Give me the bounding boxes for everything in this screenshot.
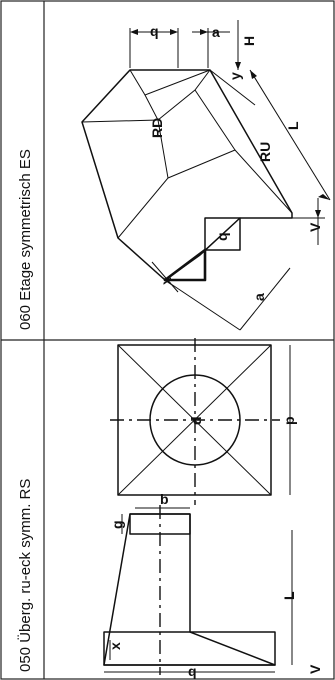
transition-square-flange	[103, 631, 276, 666]
dim-V-label: V	[307, 222, 323, 232]
dim-x-label: x	[107, 642, 123, 650]
etage-drawing: q a H y L RD RU V q x a	[81, 20, 331, 331]
etage-top-fold	[129, 69, 211, 96]
dim-L-label: L	[285, 121, 301, 130]
dim-q-small-label: q	[214, 232, 230, 241]
dim-L-label: L	[281, 591, 297, 600]
etage-fold-right	[157, 69, 211, 121]
dim-d-label: d	[188, 416, 204, 425]
label-RU: RU	[257, 142, 273, 162]
etage-fold-left	[81, 94, 159, 123]
outlet-box-diag	[204, 217, 241, 251]
dim-a-bottom-label: a	[251, 293, 267, 301]
caption-060: 060 Etage symmetrisch ES	[17, 149, 34, 330]
etage-fold-diag	[194, 89, 236, 151]
caption-050: 050 Überg. ru-eck symm. RS	[16, 479, 34, 672]
dim-b-label: b	[160, 491, 169, 507]
dim-a-bottom-ext	[164, 279, 241, 331]
transition-side-view	[103, 513, 276, 666]
dim-V-label: V	[307, 664, 323, 674]
label-RD: RD	[149, 118, 165, 138]
dim-a-arrow	[200, 29, 208, 35]
dim-y-label: y	[227, 72, 243, 80]
dim-H-arrow	[235, 62, 241, 70]
etage-outline	[81, 69, 293, 281]
dim-x-line	[151, 261, 179, 293]
dim-q-label: q	[150, 23, 159, 39]
dim-p-label: p	[281, 416, 297, 425]
uebergang-drawing: g b x q L V d p	[103, 338, 323, 679]
dim-H-label: H	[241, 36, 257, 46]
dim-g-label: g	[109, 520, 125, 529]
dim-a-bottom-line	[239, 267, 291, 331]
dim-a-top-label: a	[212, 24, 220, 40]
outlet-box	[204, 217, 241, 251]
dim-q-label: q	[188, 663, 197, 679]
bottom-triangle	[163, 248, 207, 282]
dim-V-arrow	[315, 210, 321, 218]
dim-y-line	[209, 69, 256, 106]
dim-L-line	[249, 69, 331, 201]
